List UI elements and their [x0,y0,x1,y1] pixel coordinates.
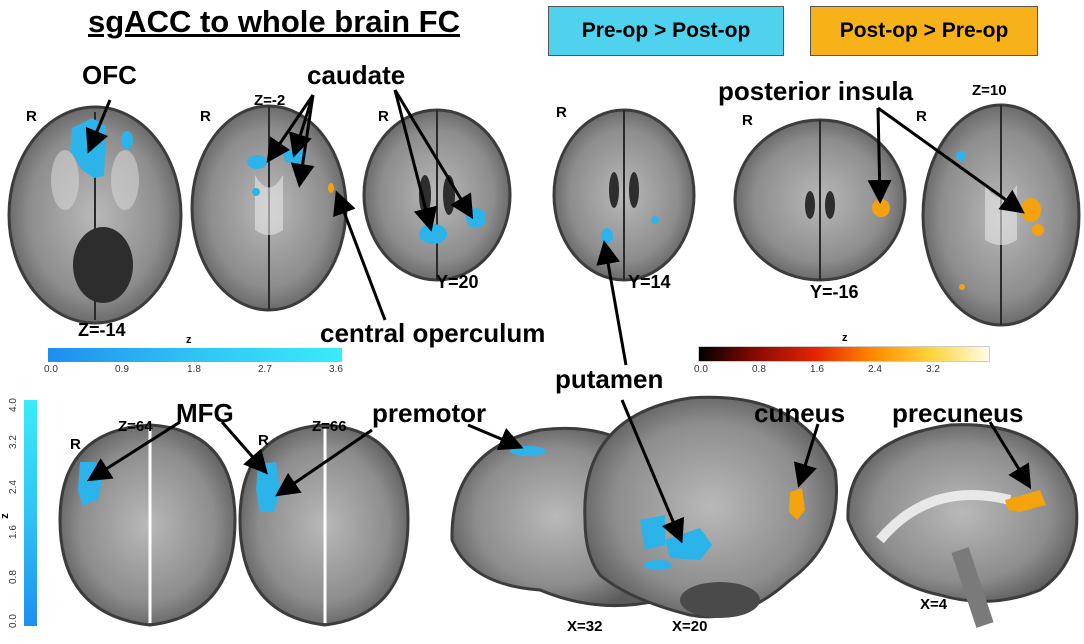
slice-label-z-neg2: Z=-2 [254,92,286,109]
hot-tick-4: 3.2 [926,364,940,375]
label-caudate: caudate [307,60,406,90]
label-posterior-insula: posterior insula [718,76,914,106]
slice-label-y-neg16: Y=-16 [810,282,859,302]
colorbar-hot-label: z [842,332,848,344]
slice-label-z-66: Z=66 [312,418,347,435]
colorbar-vertical-label: z [0,513,11,519]
blue-tick-4: 3.6 [329,364,343,375]
hot-tick-1: 0.8 [752,364,766,375]
vtick-3: 2.4 [8,480,19,494]
hot-tick-3: 2.4 [868,364,882,375]
orientation-r-2: R [200,108,211,125]
slice-label-x-4: X=4 [920,596,948,613]
blue-tick-3: 2.7 [258,364,272,375]
label-premotor: premotor [372,398,487,428]
label-cuneus: cuneus [754,398,846,428]
vtick-5: 4.0 [8,398,19,412]
slice-axial-z-66 [238,423,410,627]
colorbar-blue-horizontal [48,348,342,362]
colorbar-blue-vertical [24,400,37,626]
slice-axial-z-neg14 [7,105,183,325]
legend-post-op-greater: Post-op > Pre-op [810,6,1038,56]
vtick-4: 3.2 [8,435,19,449]
slice-label-z-64: Z=64 [118,418,153,435]
slice-coronal-y-14 [552,108,696,282]
blue-tick-2: 1.8 [187,364,201,375]
blue-tick-0: 0.0 [44,364,58,375]
blue-tick-1: 0.9 [115,364,129,375]
hot-tick-0: 0.0 [694,364,708,375]
slice-sagittal-x-4 [846,423,1079,628]
figure-title: sgACC to whole brain FC [88,4,460,39]
slice-label-y-14: Y=14 [628,272,671,292]
colorbar-blue-label: z [186,334,192,346]
slice-axial-z-10 [921,103,1081,327]
orientation-r-8: R [258,432,269,449]
orientation-r-4: R [556,104,567,121]
slice-label-z-10: Z=10 [972,82,1007,99]
vtick-1: 0.8 [8,570,19,584]
slice-label-z-neg14: Z=-14 [78,320,126,340]
slice-coronal-y-20 [362,108,512,282]
orange-clusters [328,183,1046,520]
legend-pre-op-greater: Pre-op > Post-op [548,6,784,56]
hot-tick-2: 1.6 [810,364,824,375]
label-precuneus: precuneus [892,398,1024,428]
slice-label-x-20: X=20 [672,618,708,635]
annotation-arrows [85,89,1032,544]
slice-coronal-y-neg16 [733,118,907,282]
label-ofc: OFC [82,60,137,90]
orientation-r-6: R [916,108,927,125]
colorbar-hot-horizontal [698,346,990,362]
vtick-2: 1.6 [8,525,19,539]
slice-label-y-20: Y=20 [436,272,479,292]
orientation-r-7: R [70,436,81,453]
label-central-operculum: central operculum [320,318,546,348]
vtick-0: 0.0 [8,614,19,628]
orientation-r-5: R [742,112,753,129]
slice-label-x-32: X=32 [567,618,603,635]
orientation-r-1: R [26,108,37,125]
slice-axial-z-64 [58,423,237,627]
orientation-r-3: R [378,108,389,125]
label-putamen: putamen [555,364,664,394]
slice-axial-z-neg2 [190,104,348,312]
label-mfg: MFG [176,398,234,428]
